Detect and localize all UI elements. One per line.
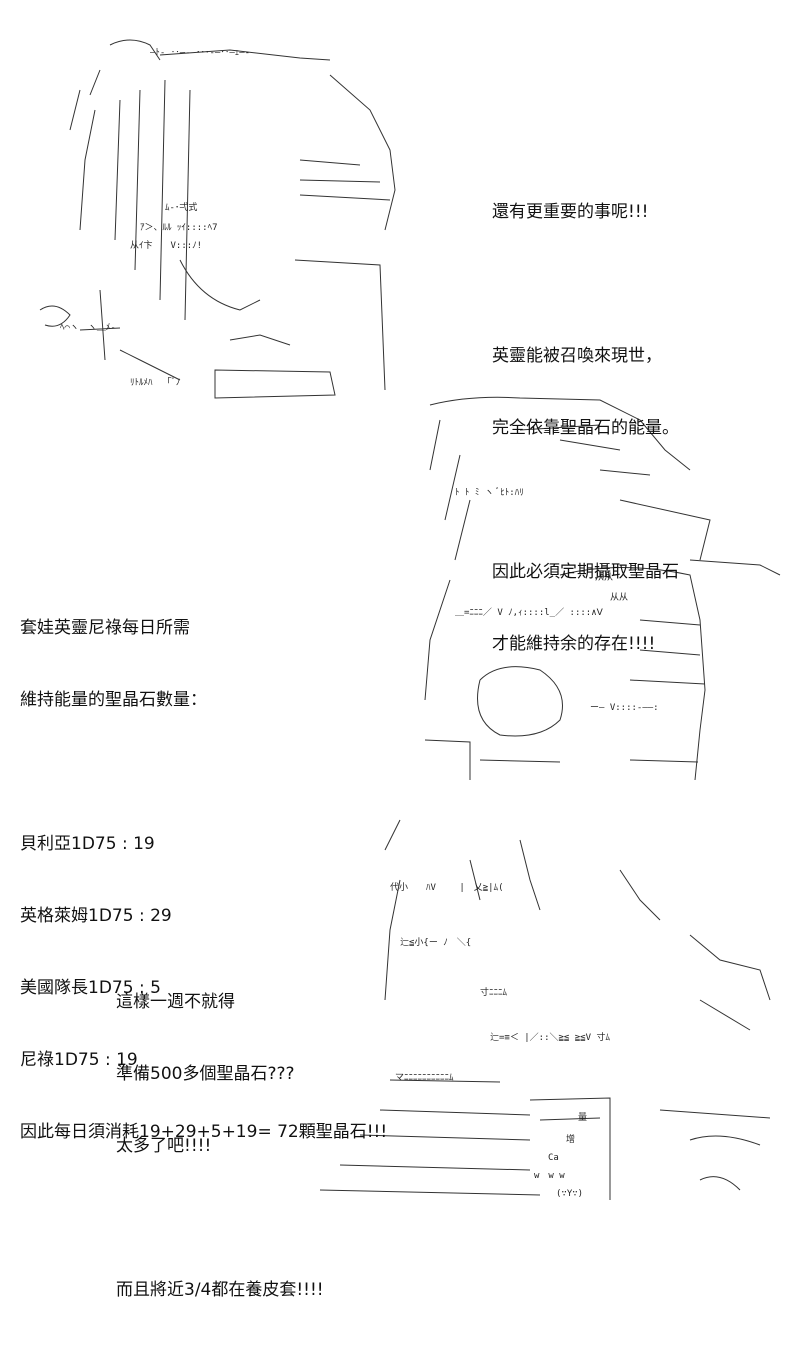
text-block-2: 套娃英靈尼祿每日所需 維持能量的聖晶石數量： 貝利亞1D75 : 19 英格萊姆… <box>20 568 387 1192</box>
text-line <box>492 272 679 296</box>
svg-text:ー― V::::‐――:: ー― V::::‐――: <box>590 703 659 713</box>
ascii-inline-4: w w w <box>534 1171 565 1181</box>
text-line: 太多了吧!!!! <box>116 1136 212 1156</box>
ascii-inline-3: Ca <box>548 1153 559 1163</box>
svg-text:マﾆﾆﾆﾆﾆﾆﾆﾆﾆﾆﾑ: マﾆﾆﾆﾆﾆﾆﾆﾆﾆﾆﾑ <box>395 1073 454 1083</box>
svg-text:寸ﾆﾆﾆﾑ: 寸ﾆﾆﾆﾑ <box>480 986 508 998</box>
svg-text:＿=ﾆﾆﾆ／ V ﾉ,ｨ::::l_／ ::::∧Ⅴ: ＿=ﾆﾆﾆ／ V ﾉ,ｨ::::l_／ ::::∧Ⅴ <box>455 607 604 618</box>
ascii-art-layer: ―ﾄ‐ ‥―‐ ･･･‐―‥―ｪ―‐ ﾑ‐･弌式 ｱ＞、ﾙﾙ ｯｲ::::ﾍ7 … <box>39 39 781 1200</box>
svg-text:代小 ﾊV | 乂≧|ﾑ(: 代小 ﾊV | 乂≧|ﾑ( <box>390 882 504 893</box>
text-line: 英靈能被召喚來現世， <box>492 346 662 366</box>
text-line <box>492 488 679 512</box>
text-block-3: 這樣一週不就得 準備500多個聖晶石??? 太多了吧!!!! 而且將近3/4都在… <box>116 942 324 1350</box>
ascii-figure-3 <box>319 819 771 1200</box>
text-line: 英格萊姆1D75 : 29 <box>20 906 172 926</box>
svg-text:ﾍ⌒ヽ ヽ＿ﾒ‐: ﾍ⌒ヽ ヽ＿ﾒ‐ <box>60 323 116 333</box>
text-line <box>20 760 387 784</box>
svg-text:―ﾄ‐ ‥―‐ ･･･‐―‥―ｪ―‐: ―ﾄ‐ ‥―‐ ･･･‐―‥―ｪ―‐ <box>150 48 250 58</box>
ascii-figure-1-text: ―ﾄ‐ ‥―‐ ･･･‐―‥―ｪ―‐ ﾑ‐･弌式 ｱ＞、ﾙﾙ ｯｲ::::ﾍ7 … <box>60 48 250 388</box>
text-line: 尼祿1D75 : 19 <box>20 1050 138 1070</box>
ascii-figure-2-text: ﾄ ﾄ ﾐ ヽ ﾞﾋﾄ:ﾊﾘ 从从 从从 ＿=ﾆﾆﾆ／ V ﾉ,ｨ::::l_／… <box>455 487 659 713</box>
svg-text:ｱ＞、ﾙﾙ ｯｲ::::ﾍ7: ｱ＞、ﾙﾙ ｯｲ::::ﾍ7 <box>140 223 218 233</box>
text-line: 維持能量的聖晶石數量： <box>20 690 207 710</box>
text-line: 因此每日須消耗19+29+5+19= 72顆聖晶石!!! <box>20 1122 388 1142</box>
svg-text:辷≦小{ー ﾉ ＼{: 辷≦小{ー ﾉ ＼{ <box>400 937 471 948</box>
svg-text:ﾄ ﾄ ﾐ ヽ ﾞﾋﾄ:ﾊﾘ: ﾄ ﾄ ﾐ ヽ ﾞﾋﾄ:ﾊﾘ <box>455 487 524 498</box>
text-line: 而且將近3/4都在養皮套!!!! <box>116 1280 324 1300</box>
text-line: 因此必須定期攝取聖晶石 <box>492 562 679 582</box>
ascii-figure-1 <box>39 39 396 399</box>
page: ―ﾄ‐ ‥―‐ ･･･‐―‥―ｪ―‐ ﾑ‐･弌式 ｱ＞、ﾙﾙ ｯｲ::::ﾍ7 … <box>20 39 781 1300</box>
svg-text:ﾑ‐･弌式: ﾑ‐･弌式 <box>165 201 197 213</box>
ascii-figure-2 <box>424 396 781 781</box>
svg-text:从从: 从从 <box>610 592 628 603</box>
svg-text:ﾘﾄﾙﾒﾊ ｢ﾞﾉ: ﾘﾄﾙﾒﾊ ｢ﾞﾉ <box>130 377 180 388</box>
text-line: 美國隊長1D75 : 5 <box>20 978 161 998</box>
text-line: 還有更重要的事呢!!! <box>492 202 649 222</box>
ascii-inline-5: (∵Y∵) <box>556 1189 583 1199</box>
ascii-inline-2: 增 <box>566 1133 575 1145</box>
text-line: 完全依靠聖晶石的能量。 <box>492 418 679 438</box>
ascii-art-canvas: ―ﾄ‐ ‥―‐ ･･･‐―‥―ｪ―‐ ﾑ‐･弌式 ｱ＞、ﾙﾙ ｯｲ::::ﾍ7 … <box>39 39 781 1200</box>
svg-text:从ｲ卞 V:::ﾉ!: 从ｲ卞 V:::ﾉ! <box>130 239 202 251</box>
svg-text:辷=≡＜ |／::＼≧≦ ≧≦V 寸ﾑ: 辷=≡＜ |／::＼≧≦ ≧≦V 寸ﾑ <box>490 1031 610 1043</box>
text-line: 才能維持余的存在!!!! <box>492 634 656 654</box>
ascii-figure-3-text: 代小 ﾊV | 乂≧|ﾑ( 辷≦小{ー ﾉ ＼{ 寸ﾆﾆﾆﾑ 辷=≡＜ |／::… <box>390 882 610 1083</box>
ascii-inline-1: 量 <box>578 1112 587 1123</box>
text-line: 套娃英靈尼祿每日所需 <box>20 618 190 638</box>
text-line <box>116 1206 324 1230</box>
svg-text:从从: 从从 <box>595 572 613 583</box>
text-block-1: 還有更重要的事呢!!! 英靈能被召喚來現世， 完全依靠聖晶石的能量。 因此必須定… <box>492 152 679 704</box>
text-line: 貝利亞1D75 : 19 <box>20 834 155 854</box>
ascii-figure-3-inline-text: 量 增 Ca w w w (∵Y∵) <box>534 1112 587 1199</box>
text-line: 準備500多個聖晶石??? <box>116 1064 295 1084</box>
text-line: 這樣一週不就得 <box>116 992 235 1012</box>
